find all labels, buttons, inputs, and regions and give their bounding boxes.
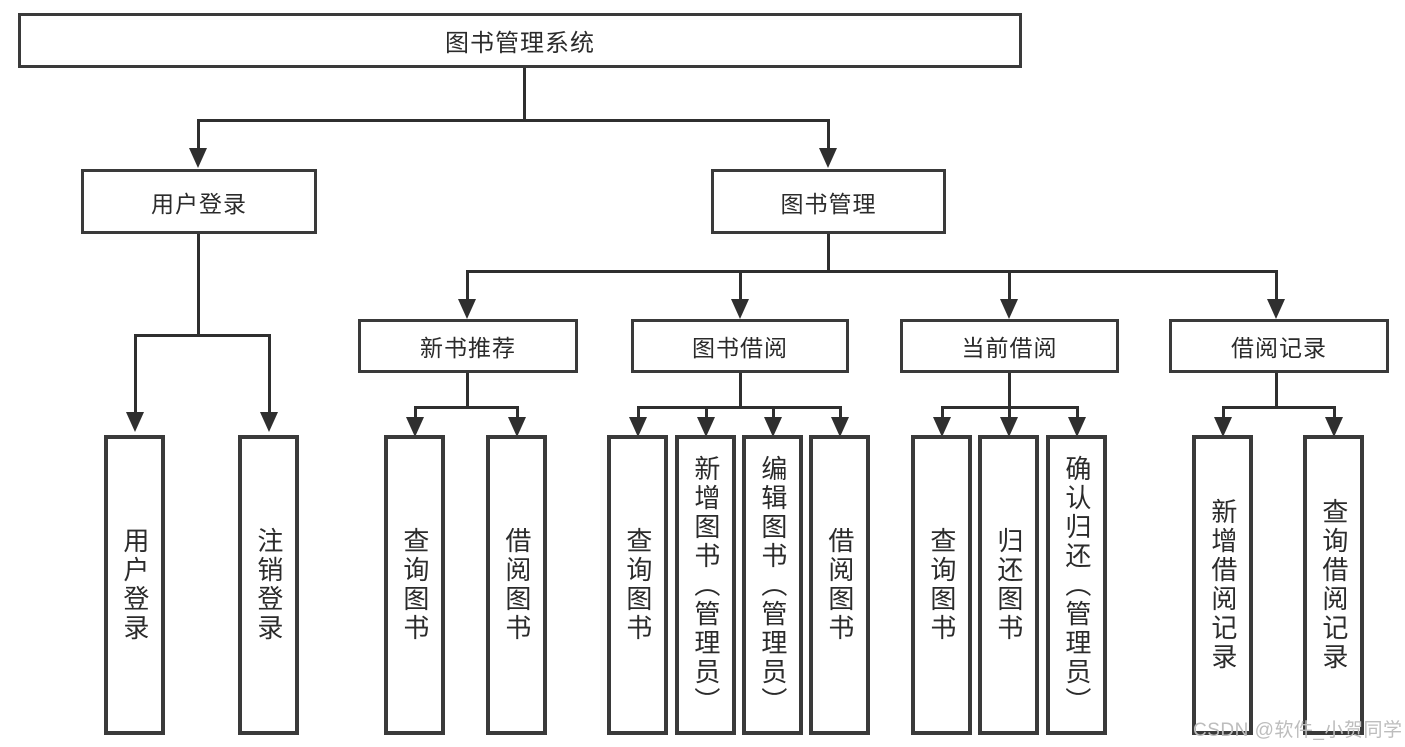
leaf-label: 新增借阅记录	[1207, 498, 1238, 672]
connector-level3-drop-4	[1275, 270, 1278, 300]
leaf-label: 用户登录	[119, 527, 150, 643]
connector-book-borrow-down	[739, 373, 742, 407]
leaf-label: 编辑图书（管理员）	[757, 454, 788, 716]
leaf-label: 查询图书	[399, 527, 430, 643]
connector-book-management-down	[827, 234, 830, 271]
arrow-to-leaf-query-record	[1325, 417, 1343, 437]
leaf-label: 新增图书（管理员）	[690, 454, 721, 716]
node-label: 用户登录	[151, 190, 247, 217]
connector-borrow-record-down	[1275, 373, 1278, 407]
connector-level2-left-drop	[197, 119, 200, 149]
connector-new-book-recommend-down	[466, 373, 469, 407]
node-label: 当前借阅	[961, 335, 1058, 361]
node-user-login[interactable]: 用户登录	[81, 169, 317, 234]
leaf-user-logout[interactable]: 注销登录	[238, 435, 299, 735]
connector-bb-drop-3	[772, 406, 775, 418]
node-new-book-recommend[interactable]: 新书推荐	[358, 319, 578, 373]
node-book-borrow[interactable]: 图书借阅	[631, 319, 849, 373]
node-label: 图书管理	[780, 190, 877, 217]
connector-level3-drop-1	[466, 270, 469, 300]
arrow-to-leaf-add-record	[1214, 417, 1232, 437]
leaf-query-book-new-recommend[interactable]: 查询图书	[384, 435, 445, 735]
leaf-user-login[interactable]: 用户登录	[104, 435, 165, 735]
arrow-to-book-management	[819, 148, 837, 168]
connector-cb-drop-3	[1076, 406, 1079, 418]
connector-level3-drop-2	[739, 270, 742, 300]
leaf-query-book-borrow[interactable]: 查询图书	[607, 435, 668, 735]
connector-nbr-drop-1	[414, 406, 417, 418]
connector-bb-drop-2	[705, 406, 708, 418]
arrow-to-leaf-query-book-3	[933, 417, 951, 437]
node-current-borrow[interactable]: 当前借阅	[900, 319, 1119, 373]
leaf-query-book-current[interactable]: 查询图书	[911, 435, 972, 735]
leaf-label: 注销登录	[253, 527, 284, 643]
arrow-to-leaf-return-book	[1000, 417, 1018, 437]
connector-user-login-down	[197, 234, 200, 335]
connector-bb-drop-1	[637, 406, 640, 418]
node-label: 图书管理系统	[445, 30, 595, 57]
arrow-to-leaf-query-book-1	[406, 417, 424, 437]
leaf-label: 借阅图书	[501, 527, 532, 643]
leaf-label: 查询借阅记录	[1318, 498, 1349, 672]
connector-user-login-leaf1-drop	[134, 334, 137, 413]
arrow-to-current-borrow	[1000, 299, 1018, 319]
arrow-to-leaf-user-login	[126, 412, 144, 432]
arrow-to-book-borrow	[731, 299, 749, 319]
arrow-to-leaf-query-book-2	[629, 417, 647, 437]
connector-level2-bus	[197, 119, 830, 122]
arrow-to-leaf-edit-book	[764, 417, 782, 437]
arrow-to-leaf-borrow-book-1	[508, 417, 526, 437]
connector-nbr-drop-2	[516, 406, 519, 418]
leaf-query-borrow-record[interactable]: 查询借阅记录	[1303, 435, 1364, 735]
arrow-to-leaf-borrow-book-2	[831, 417, 849, 437]
node-system-root[interactable]: 图书管理系统	[18, 13, 1022, 68]
node-label: 图书借阅	[692, 335, 788, 361]
leaf-borrow-book-new-recommend[interactable]: 借阅图书	[486, 435, 547, 735]
connector-user-login-bus	[134, 334, 271, 337]
connector-br-drop-1	[1222, 406, 1225, 418]
node-label: 借阅记录	[1231, 335, 1327, 361]
node-label: 新书推荐	[420, 335, 516, 361]
leaf-label: 确认归还（管理员）	[1061, 454, 1092, 716]
arrow-to-leaf-add-book	[697, 417, 715, 437]
connector-cb-drop-1	[941, 406, 944, 418]
leaf-confirm-return[interactable]: 确认归还（管理员）	[1046, 435, 1107, 735]
leaf-label: 借阅图书	[824, 527, 855, 643]
leaf-label: 查询图书	[622, 527, 653, 643]
connector-cb-drop-2	[1008, 406, 1011, 418]
leaf-return-book[interactable]: 归还图书	[978, 435, 1039, 735]
node-borrow-record[interactable]: 借阅记录	[1169, 319, 1389, 373]
connector-book-borrow-bus	[637, 406, 842, 409]
connector-user-login-leaf2-drop	[268, 334, 271, 413]
arrow-to-new-book-recommend	[458, 299, 476, 319]
connector-level3-bus	[466, 270, 1278, 273]
connector-bb-drop-4	[839, 406, 842, 418]
leaf-add-borrow-record[interactable]: 新增借阅记录	[1192, 435, 1253, 735]
connector-current-borrow-down	[1008, 373, 1011, 407]
node-book-management[interactable]: 图书管理	[711, 169, 946, 234]
arrow-to-borrow-record	[1267, 299, 1285, 319]
connector-new-book-recommend-bus	[414, 406, 519, 409]
arrow-to-user-login	[189, 148, 207, 168]
leaf-borrow-book[interactable]: 借阅图书	[809, 435, 870, 735]
leaf-label: 归还图书	[993, 527, 1024, 643]
arrow-to-leaf-confirm-return	[1068, 417, 1086, 437]
connector-borrow-record-bus	[1222, 406, 1336, 409]
connector-level2-right-drop	[827, 119, 830, 149]
leaf-label: 查询图书	[926, 527, 957, 643]
connector-br-drop-2	[1333, 406, 1336, 418]
leaf-edit-book[interactable]: 编辑图书（管理员）	[742, 435, 803, 735]
connector-level3-drop-3	[1008, 270, 1011, 300]
arrow-to-leaf-user-logout	[260, 412, 278, 432]
leaf-add-book[interactable]: 新增图书（管理员）	[675, 435, 736, 735]
connector-root-down	[523, 68, 526, 120]
